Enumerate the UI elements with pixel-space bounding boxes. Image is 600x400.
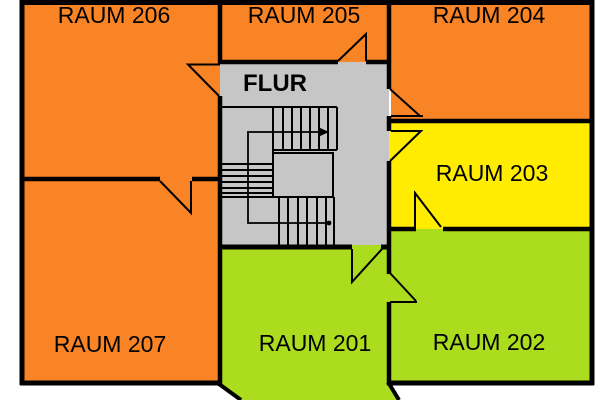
corridor-label-flur: FLUR: [243, 70, 307, 97]
walls: [19, 0, 595, 400]
stair-treads-lower-flight: [287, 197, 327, 245]
room-label-raum-201: RAUM 201: [259, 330, 371, 356]
door-swing-flur-raum204: [389, 88, 423, 117]
room-raum-206: [22, 2, 220, 179]
room-label-raum-207: RAUM 207: [54, 331, 166, 357]
room-raum-207: [22, 179, 220, 383]
door-swing-raum201-raum202: [389, 272, 417, 303]
door-swing-flur-raum203: [389, 130, 424, 162]
room-label-raum-205: RAUM 205: [248, 2, 360, 28]
room-label-raum-203: RAUM 203: [436, 160, 548, 186]
room-label-raum-206: RAUM 206: [58, 2, 170, 28]
stair-treads-upper-flight: [282, 107, 329, 150]
doors: [159, 31, 442, 303]
stair-treads-left-flight: [220, 163, 273, 194]
wall-segment: [217, 382, 243, 400]
stair-walking-line: [247, 127, 332, 226]
arrow-right-icon: [318, 127, 329, 137]
stair-walking-path: [247, 131, 329, 224]
room-raum-205: [220, 2, 391, 62]
door-swing-raum206-raum207: [159, 180, 192, 216]
rooms: [22, 2, 592, 400]
door-swing-flur-raum205: [337, 31, 367, 62]
room-label-raum-204: RAUM 204: [433, 2, 546, 28]
room-raum-203: [389, 121, 592, 229]
room-raum-202: [389, 229, 592, 383]
staircase: [220, 106, 338, 245]
room-label-raum-202: RAUM 202: [433, 329, 545, 355]
door-swing-flur-raum201: [351, 248, 383, 285]
labels: RAUM 206 RAUM 205 RAUM 204 FLUR RAUM 203…: [54, 2, 548, 357]
dot-icon: [326, 220, 332, 226]
door-swing-flur-raum206: [185, 63, 220, 97]
room-raum-204: [391, 2, 592, 121]
room-raum-201: [220, 245, 398, 400]
door-swing-raum203-raum202: [414, 190, 442, 228]
